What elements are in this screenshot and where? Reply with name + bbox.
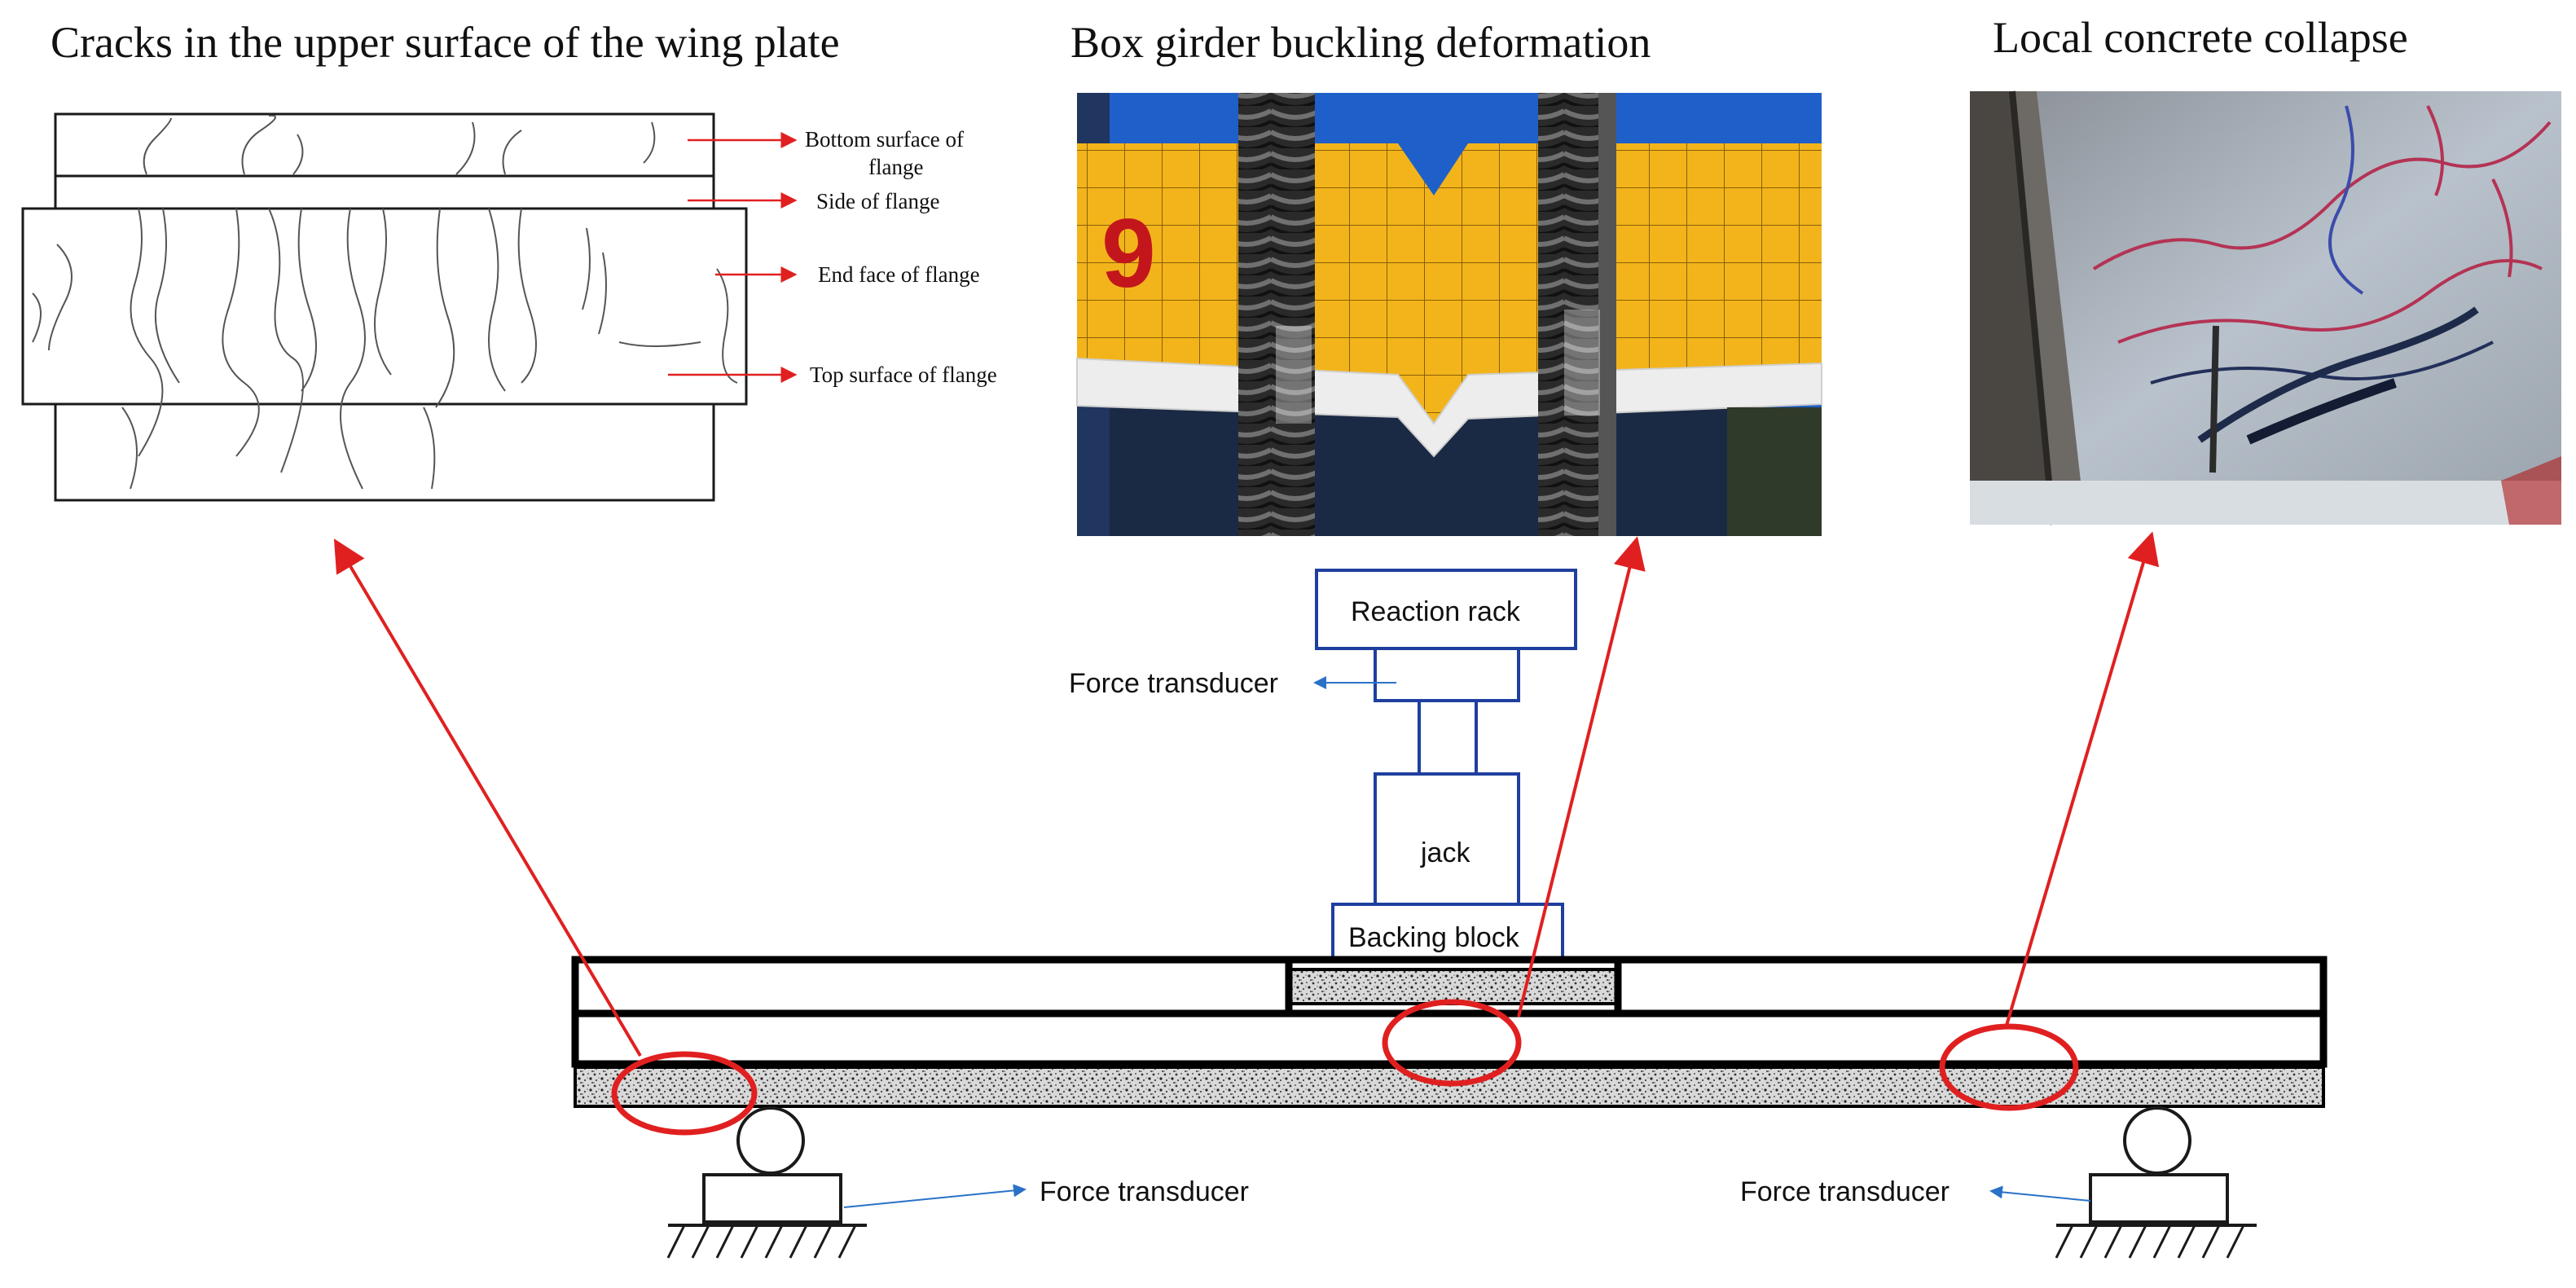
loading-setup [1315,569,1577,961]
right-support [2055,1106,2257,1259]
title-buckling: Box girder buckling deformation [1070,18,1651,67]
flange-bottom-surface-outline [54,112,715,178]
panel-digit-9: 9 [1101,199,1156,308]
label-top-surface-of-flange: Top surface of flange [810,363,997,387]
label-jack: jack [1420,837,1470,868]
flange-side-outline [54,174,715,210]
crack-lines [32,114,738,490]
arrow-to-cracks-sketch [333,538,642,1057]
label-reaction-rack: Reaction rack [1351,596,1521,627]
label-force-transducer-left: Force transducer [1040,1176,1249,1207]
label-side-of-flange: Side of flange [816,189,939,213]
highlight-ellipse-left [611,1051,758,1136]
force-transducer-right-leader [1989,1185,2091,1202]
arrow-to-collapse-photo [2004,531,2160,1029]
highlight-ellipse-middle [1382,999,1522,1087]
label-backing-block: Backing block [1348,922,1520,953]
arrow-to-buckling-photo [1517,536,1646,1018]
force-transducer-box [1374,647,1520,702]
force-transducer-left-leader [843,1184,1026,1208]
label-bottom-surface-of-flange-line2: flange [868,155,923,179]
label-force-transducer-top: Force transducer [1069,668,1278,699]
left-support [666,1106,867,1259]
damage-highlights [611,999,2079,1136]
jack-stem [1418,699,1478,776]
title-cracks: Cracks in the upper surface of the wing … [51,18,840,67]
damage-arrows [333,531,2160,1057]
title-collapse: Local concrete collapse [1993,13,2408,62]
label-end-face-of-flange: End face of flange [818,262,980,287]
backing-block-box [1331,903,1564,961]
buckling-photo: 9 [1076,93,1822,536]
reaction-rack-box [1315,569,1577,650]
label-force-transducer-right: Force transducer [1740,1176,1950,1207]
jack-box [1374,772,1520,906]
collapse-photo [1970,90,2561,525]
label-bottom-surface-of-flange: Bottom surface of [805,127,964,152]
flange-label-arrows [668,132,798,383]
flange-crack-sketch [21,112,748,502]
highlight-ellipse-right [1939,1023,2079,1111]
flange-top-surface-outline [54,402,715,502]
